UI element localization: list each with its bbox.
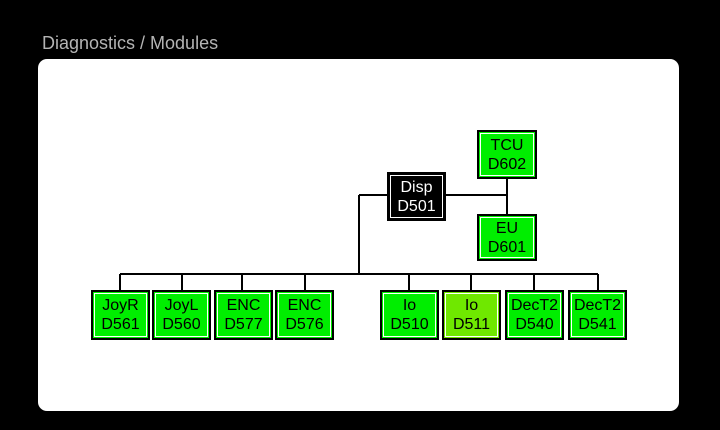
- module-id: D510: [390, 316, 429, 333]
- module-id: D540: [515, 316, 554, 333]
- module-enc-d577[interactable]: ENC D577: [214, 290, 273, 340]
- module-id: D511: [452, 316, 491, 333]
- page-title: Diagnostics / Modules: [42, 33, 219, 53]
- module-name: DecT2: [510, 297, 559, 314]
- module-io-d511[interactable]: Io D511: [442, 290, 501, 340]
- module-name: Io: [464, 297, 479, 314]
- module-name: Io: [402, 297, 417, 314]
- module-enc-d576[interactable]: ENC D576: [275, 290, 334, 340]
- module-id: D577: [224, 316, 263, 333]
- module-id: D541: [578, 316, 617, 333]
- module-dect2-d541[interactable]: DecT2 D541: [568, 290, 627, 340]
- module-id: D602: [487, 155, 527, 173]
- module-name: ENC: [226, 297, 261, 314]
- module-name: EU: [495, 219, 519, 237]
- module-name: ENC: [287, 297, 322, 314]
- module-name: DecT2: [573, 297, 622, 314]
- module-name: JoyR: [102, 297, 139, 314]
- module-id: D560: [162, 316, 201, 333]
- module-joyr[interactable]: JoyR D561: [91, 290, 150, 340]
- module-id: D561: [101, 316, 140, 333]
- module-dect2-d540[interactable]: DecT2 D540: [505, 290, 564, 340]
- module-id: D576: [285, 316, 324, 333]
- module-name: Disp: [400, 178, 433, 196]
- module-tcu[interactable]: TCU D602: [477, 130, 537, 179]
- module-id: D501: [397, 197, 436, 215]
- module-disp[interactable]: Disp D501: [387, 172, 446, 221]
- module-joyl[interactable]: JoyL D560: [152, 290, 211, 340]
- module-name: TCU: [490, 136, 524, 154]
- module-io-d510[interactable]: Io D510: [380, 290, 439, 340]
- module-eu[interactable]: EU D601: [477, 214, 537, 261]
- module-id: D601: [487, 238, 527, 256]
- module-name: JoyL: [164, 297, 199, 314]
